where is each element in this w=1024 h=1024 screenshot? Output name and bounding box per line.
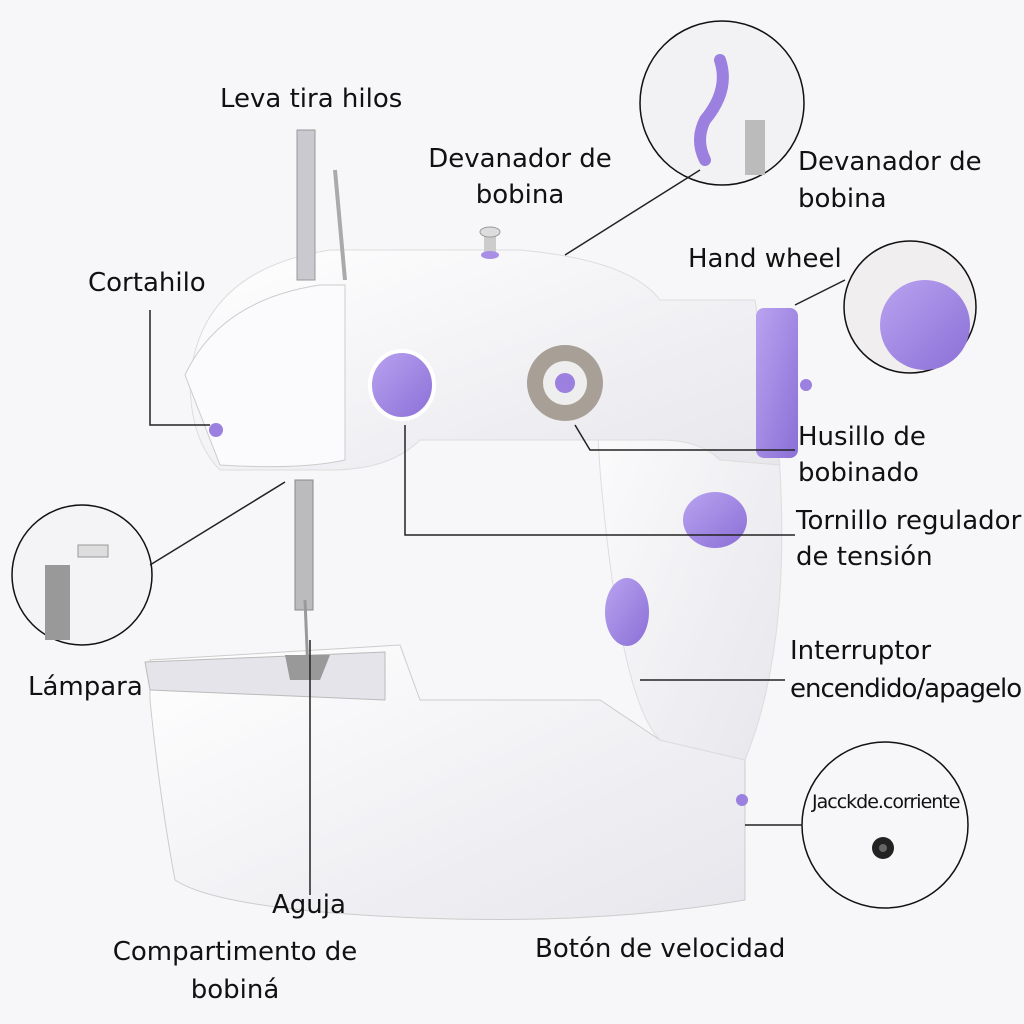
label-jack-corriente: Jacckde.corriente — [812, 791, 960, 813]
label-compartimento-line2: bobiná — [190, 975, 280, 1005]
label-interruptor-line2: encendido/apagelo — [790, 674, 1022, 704]
take-up-lever — [296, 129, 316, 281]
label-devanador-line1: Devanador de — [428, 144, 612, 174]
label-husillo-line1: Husillo de — [798, 422, 926, 452]
label-tornillo-line1: Tornillo regulador — [796, 506, 1022, 536]
label-boton-velocidad: Botón de velocidad — [535, 934, 786, 964]
label-compartimento-line1: Compartimento de — [112, 937, 358, 967]
hand-wheel — [756, 308, 798, 458]
detail-circle-power-jack — [801, 741, 969, 909]
label-leva-tira-hilos: Leva tira hilos — [220, 84, 403, 114]
label-devanador-zoom-line1: Devanador de — [798, 147, 982, 177]
speed-button — [683, 492, 747, 548]
label-interruptor-line1: Interruptor — [790, 636, 932, 666]
machine-base — [149, 644, 746, 921]
detail-circle-lamp — [11, 504, 153, 646]
label-aguja: Aguja — [272, 890, 346, 920]
power-switch — [605, 578, 649, 646]
leader-lines — [149, 169, 846, 895]
label-tornillo-line2: de tensión — [796, 542, 933, 572]
label-cortahilo: Cortahilo — [88, 268, 206, 298]
machine-head — [184, 284, 346, 468]
label-devanador-zoom-line2: bobina — [798, 184, 887, 214]
label-lampara: Lámpara — [28, 672, 143, 702]
tension-knob — [368, 349, 436, 421]
presser-foot-bar — [294, 479, 314, 611]
label-hand-wheel: Hand wheel — [688, 244, 842, 274]
label-devanador-line2: bobina — [475, 180, 565, 210]
label-husillo-line2: bobinado — [798, 458, 919, 488]
